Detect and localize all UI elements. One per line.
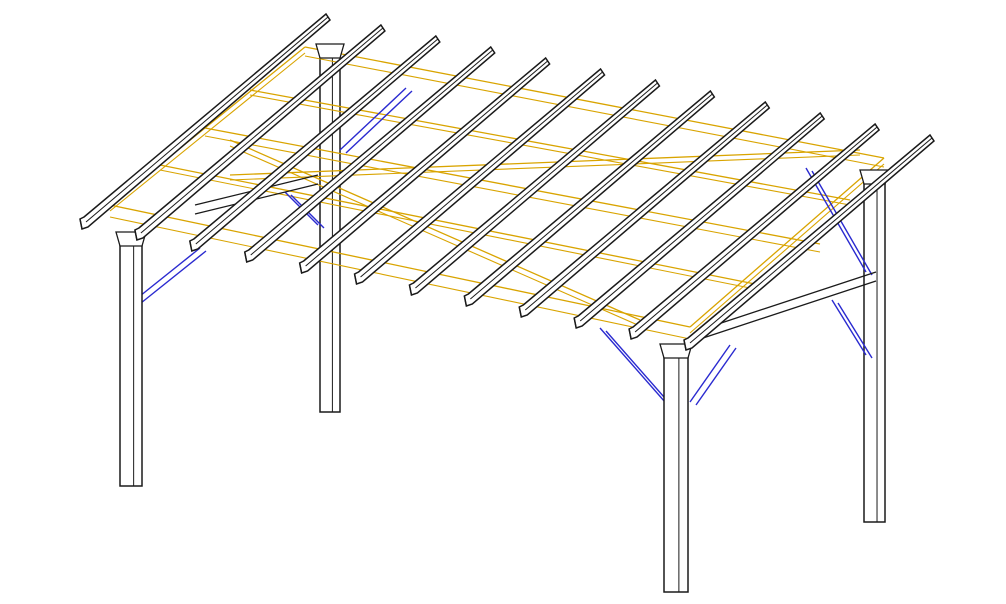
front-left-brace	[134, 247, 201, 301]
rafter-5-end	[299, 262, 303, 274]
roof-diagonal-a-edge	[229, 145, 641, 327]
rafters	[79, 12, 935, 351]
front-right-brace-inner	[689, 344, 731, 403]
rafter-3	[188, 34, 441, 252]
back-structure	[319, 51, 886, 523]
roof-diagonal-a	[229, 139, 641, 321]
rafter-10-end	[573, 317, 577, 329]
back-left-cap	[315, 43, 345, 59]
front-left-brace-edge	[140, 250, 207, 304]
rafter-11-edge	[634, 126, 878, 333]
right-tie-beam-edge	[699, 280, 877, 340]
rafter-2	[134, 23, 386, 241]
rafter-3-end	[189, 240, 193, 252]
front-right-post	[663, 351, 689, 593]
front-beam-edge	[109, 216, 691, 340]
rafter-1-edge	[85, 16, 329, 223]
rafter-4-edge	[250, 49, 494, 256]
right-beam	[689, 157, 885, 328]
back-right-lower-brace	[831, 299, 867, 356]
rafter-10-edge	[579, 115, 823, 322]
roof-diagonal-b	[229, 149, 861, 176]
front-right-brace-outer	[599, 327, 666, 403]
rafter-7-end	[408, 284, 413, 296]
roof-frame	[109, 46, 885, 340]
front-right-brace-inner-edge	[695, 347, 737, 406]
rafter-9-end	[518, 306, 522, 318]
rafter-11	[628, 122, 881, 340]
rafter-7	[408, 78, 661, 296]
back-left-brace-edge	[345, 90, 413, 154]
rafter-8-end	[463, 295, 467, 307]
rafter-11-end	[628, 328, 632, 340]
rafter-1-end	[79, 218, 83, 230]
rafter-3-edge	[195, 38, 439, 245]
posts	[115, 43, 890, 593]
rafter-8	[463, 89, 716, 307]
front-left-post	[119, 239, 143, 487]
rafter-12	[683, 133, 935, 351]
front-right-brace-outer-edge	[605, 330, 672, 406]
rafter-12-edge	[689, 137, 933, 344]
rafter-2-end	[134, 229, 138, 241]
rafter-8-edge	[470, 93, 713, 300]
rafter-5-edge	[305, 60, 548, 267]
right-beam-edge	[689, 163, 885, 334]
rafter-9	[518, 100, 771, 318]
back-right-lower-brace-edge	[837, 302, 873, 359]
rafter-5	[298, 56, 551, 274]
rafter-6-end	[353, 273, 358, 285]
rafter-4-end	[244, 251, 248, 263]
left-beam-edge	[109, 52, 306, 212]
rafter-1	[79, 12, 331, 230]
back-left-brace	[339, 87, 407, 151]
rafter-6-edge	[360, 71, 603, 278]
rafter-9-edge	[524, 104, 768, 311]
front-right-cap	[659, 343, 693, 359]
rafter-6	[353, 67, 606, 285]
rafter-12-end	[683, 339, 687, 351]
rafter-4	[243, 45, 496, 263]
rafter-2-edge	[140, 27, 384, 234]
right-tie-beam	[699, 271, 877, 331]
back-right-brace-edge	[811, 170, 873, 276]
roof-diagonal-b-edge	[229, 154, 861, 181]
diagonal-bracing	[134, 87, 877, 406]
rafter-10	[573, 111, 826, 329]
rafter-7-edge	[415, 82, 658, 289]
